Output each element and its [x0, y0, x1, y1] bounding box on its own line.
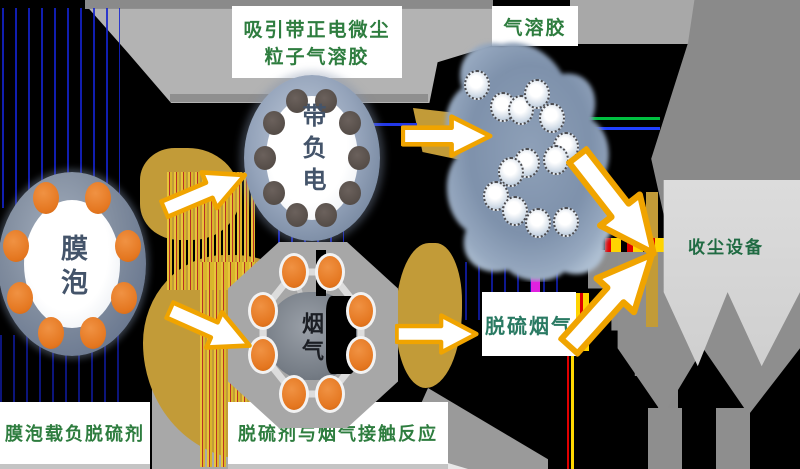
caption-middle: 脱硫剂与烟气接触反应 — [238, 424, 438, 444]
charge-dot — [286, 89, 308, 113]
charge-dot — [286, 203, 308, 227]
charge-dot — [315, 89, 337, 113]
aerosol-label: 气溶胶 — [503, 17, 567, 39]
membrane-bubble-label: 膜泡 — [57, 234, 87, 302]
desulfurizer-particle-reacting — [248, 292, 278, 330]
top-strip-shape — [85, 0, 493, 9]
dust-collector-label: 收尘设备 — [688, 238, 764, 257]
aerosol-bubble — [464, 70, 490, 100]
charge-dot — [263, 181, 285, 205]
attract-label-line1: 吸引带正电微尘 — [243, 20, 391, 41]
flow-arrow-gas-to-collector — [545, 232, 677, 369]
desulfurizer-particle — [3, 230, 29, 262]
aerosol-label-box: 气溶胶 — [492, 6, 578, 46]
hopper-column-shape — [648, 408, 682, 469]
attract-label-line2: 粒子气溶胶 — [264, 47, 370, 68]
desulfurizer-particle-reacting — [315, 253, 345, 291]
flow-arrow-aerosol-to-collector — [552, 135, 679, 274]
blue-line-artifact — [372, 123, 417, 126]
aerosol-bubble — [543, 145, 569, 175]
charge-dot — [339, 181, 361, 205]
desulfurizer-particle-reacting — [279, 375, 309, 413]
tan-blob-artifact — [396, 243, 462, 388]
desulfurized-gas-label-box: 脱硫烟气 — [482, 292, 576, 356]
desulfurizer-particle-reacting — [279, 253, 309, 291]
desulfurizer-particle — [115, 230, 141, 262]
flow-arrow-to-aerosol — [401, 113, 493, 159]
desulfurized-gas-label: 脱硫烟气 — [485, 315, 573, 338]
desulfurizer-particle — [111, 282, 137, 314]
desulfurizer-particle — [38, 317, 64, 349]
desulfurizer-particle-reacting — [248, 336, 278, 374]
desulfurizer-particle-reacting — [346, 336, 376, 374]
hopper-column-shape — [716, 408, 750, 469]
desulfurizer-particle — [33, 182, 59, 214]
yellow-line-artifact — [571, 352, 574, 469]
attract-label-box: 吸引带正电微尘 粒子气溶胶 — [232, 6, 402, 78]
green-line-artifact — [588, 117, 660, 120]
caption-left: 膜泡载负脱硫剂 — [5, 424, 145, 444]
desulfurizer-particle-reacting — [315, 375, 345, 413]
charged-bubble-label: 带负电 — [298, 103, 325, 199]
flue-gas-label: 烟气 — [299, 312, 324, 366]
aerosol-bubble — [525, 208, 551, 238]
aerosol-bubble — [539, 103, 565, 133]
aerosol-bubble — [553, 207, 579, 237]
membrane-bubble-core — [24, 200, 120, 328]
charge-dot — [254, 146, 276, 170]
flow-arrow-to-charged-bubble — [154, 153, 257, 231]
desulfurizer-particle — [7, 282, 33, 314]
charge-dot — [315, 203, 337, 227]
flow-arrow-to-desulfurized-gas — [395, 312, 479, 356]
charge-dot — [263, 111, 285, 135]
desulfurizer-particle — [80, 317, 106, 349]
caption-left-box: 膜泡载负脱硫剂 — [0, 402, 150, 469]
charge-dot — [339, 111, 361, 135]
desulfurizer-particle-reacting — [346, 292, 376, 330]
desulfurizer-particle — [85, 182, 111, 214]
charge-dot — [348, 146, 370, 170]
flow-arrow-to-contact-cluster — [159, 288, 262, 367]
blue-line-artifact — [588, 127, 660, 130]
red-line-artifact — [567, 352, 569, 469]
aerosol-bubble — [502, 196, 528, 226]
